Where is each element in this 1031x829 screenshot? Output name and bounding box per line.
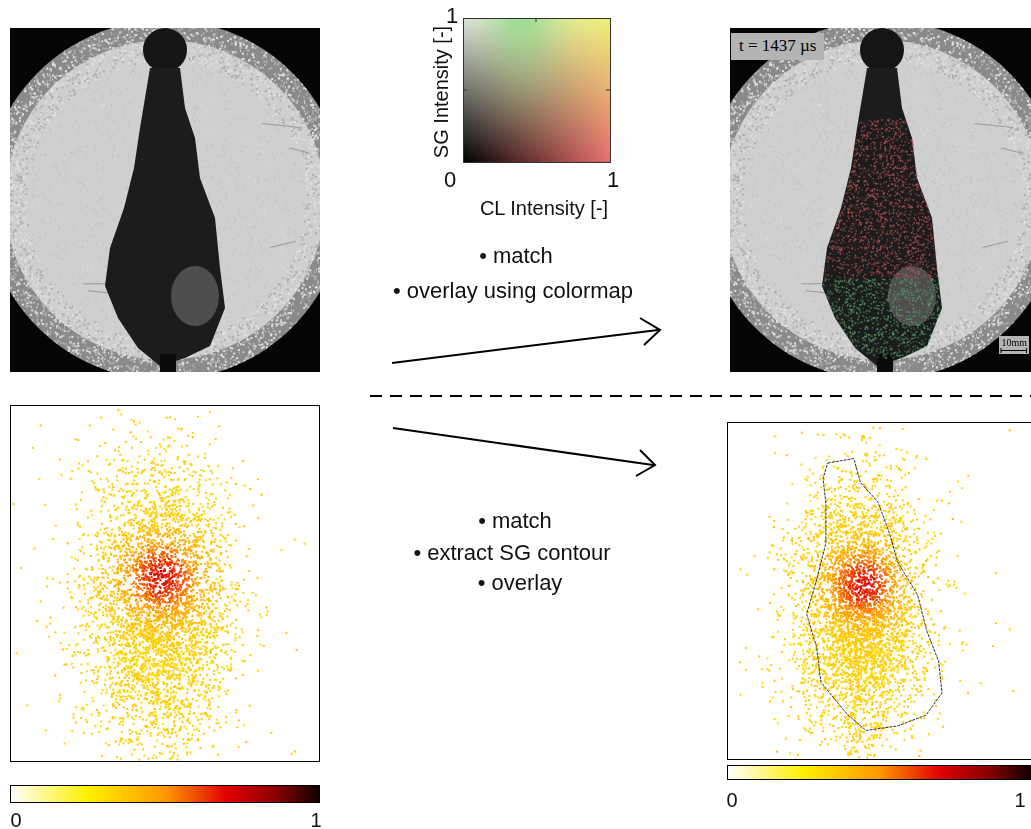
scale-bar	[999, 347, 1029, 354]
step-note: • overlay	[478, 571, 563, 595]
colorbar-frame	[11, 786, 320, 803]
colorbar	[10, 785, 320, 803]
tick-label: 1	[1014, 789, 1025, 811]
tick-label: 1	[310, 809, 321, 829]
plot-frame	[728, 423, 1031, 760]
scatter-plot	[10, 405, 320, 762]
time-label: t = 1437 µs	[739, 37, 816, 56]
plot-frame	[11, 406, 320, 762]
scatter-plot	[727, 422, 1031, 760]
arrow-head	[636, 450, 655, 476]
scale-label: 10mm	[1001, 337, 1027, 348]
step-note: • overlay using colormap	[393, 279, 633, 303]
step-note: • match	[479, 244, 553, 268]
arrow-line	[392, 330, 658, 363]
tick	[463, 90, 467, 91]
colormap-square	[463, 18, 610, 162]
axis-label: CL Intensity [-]	[480, 197, 608, 219]
colorbar	[727, 765, 1031, 780]
colorbar-frame	[728, 766, 1031, 780]
tick-label: 1	[446, 4, 458, 28]
tick-label: 0	[444, 168, 456, 192]
tick	[536, 18, 537, 22]
step-note: • match	[478, 509, 552, 533]
square-border	[464, 19, 611, 163]
tick	[536, 158, 537, 162]
arrow-head	[640, 318, 660, 345]
tick	[606, 90, 610, 91]
overlay-image	[730, 28, 1031, 372]
axis-label: SG Intensity [-]	[430, 26, 452, 158]
time-stamp-box: t = 1437 µs	[731, 33, 824, 60]
tick-label: 1	[607, 168, 619, 192]
dashed-divider	[370, 395, 1031, 397]
schlieren-image	[10, 28, 320, 372]
tick-label: 0	[726, 789, 737, 811]
tick-label: 0	[10, 809, 21, 829]
step-note: • extract SG contour	[413, 541, 610, 565]
scale-bar-box: 10mm	[999, 336, 1029, 354]
arrow-line	[393, 428, 653, 465]
